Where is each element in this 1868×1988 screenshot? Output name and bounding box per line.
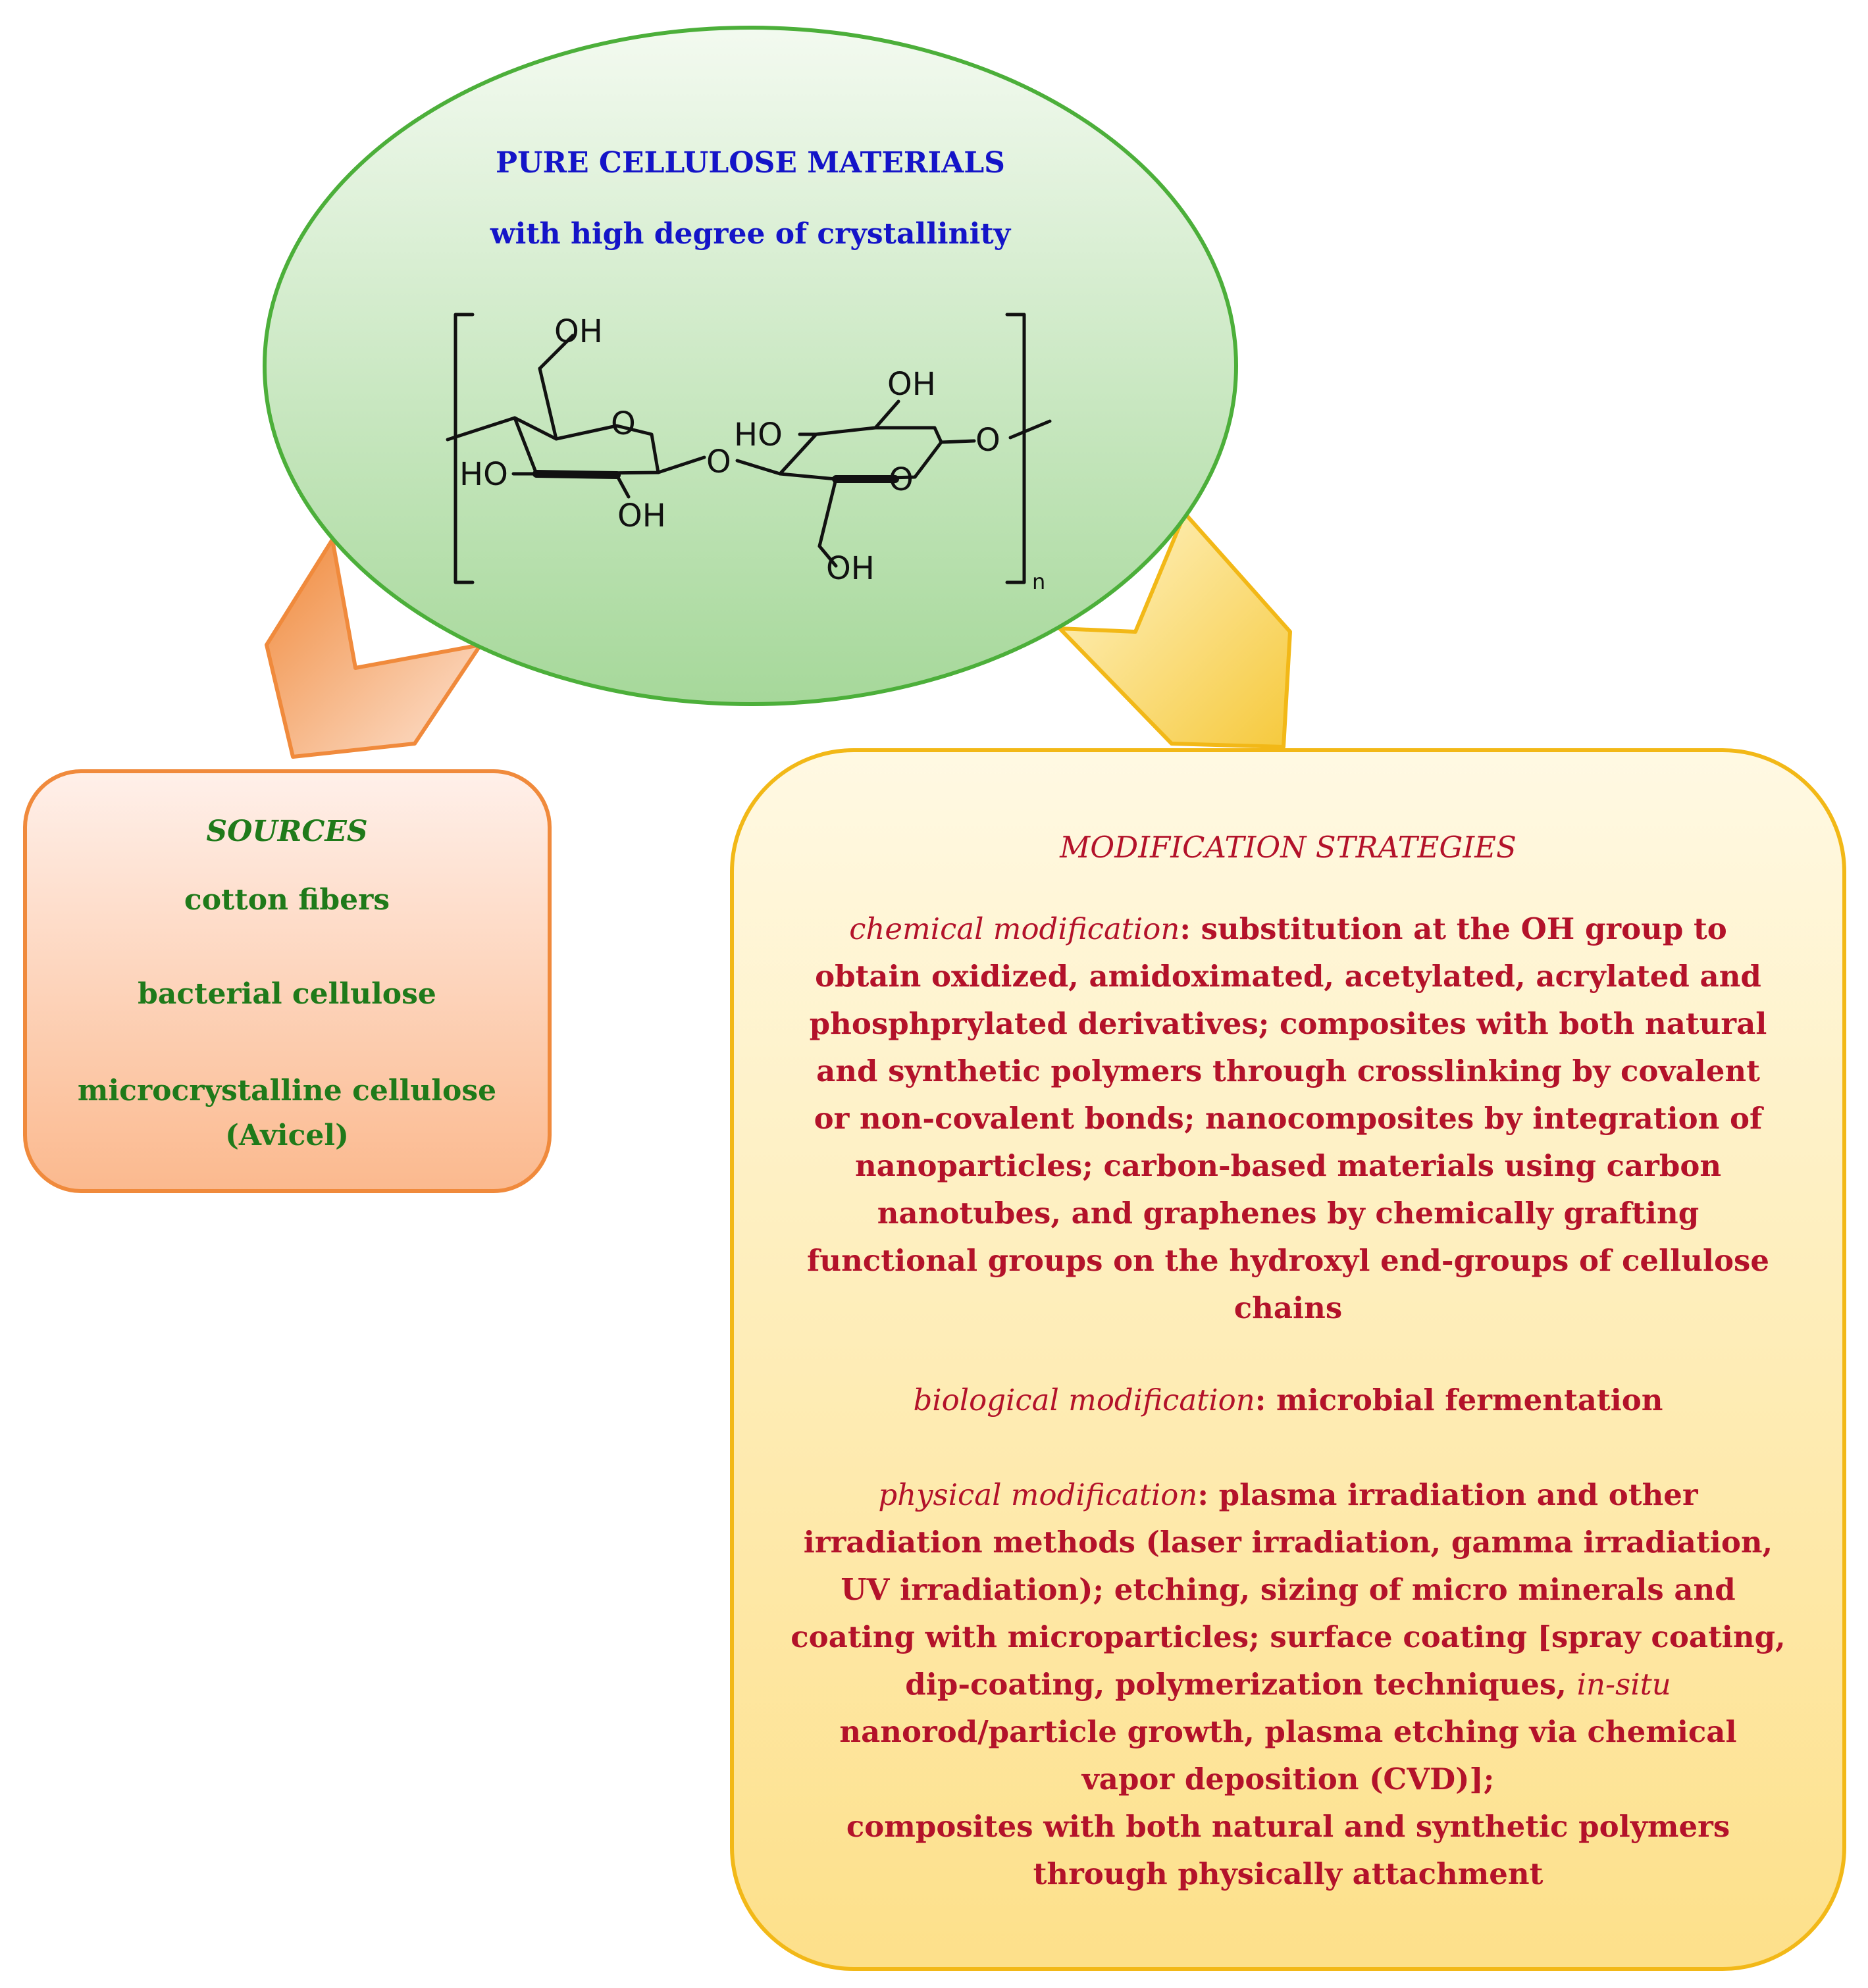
left-bracket <box>454 313 475 584</box>
oh-label-4: OH <box>826 550 875 587</box>
modification-box <box>730 748 1846 1971</box>
arrow-to-sources <box>265 538 482 759</box>
chemical-line-7: nanotubes, and graphenes by chemically g… <box>877 1196 1699 1231</box>
ring1-bold-edge <box>532 470 621 479</box>
source-item-avicel: (Avicel) <box>225 1119 349 1152</box>
chemical-line-1: chemical modification: substitution at t… <box>849 911 1727 946</box>
physical-line-5: dip-coating, polymerization techniques, … <box>905 1667 1671 1702</box>
glycosidic-bond-a <box>656 455 706 474</box>
glycosidic-bond-b <box>735 459 782 476</box>
source-item-cotton: cotton fibers <box>184 883 390 917</box>
chemical-line-2: obtain oxidized, amidoximated, acetylate… <box>815 959 1761 994</box>
chemical-modification-block: chemical modification: substitution at t… <box>764 905 1813 1332</box>
cellulose-structure <box>446 313 1052 584</box>
biological-term: biological modification <box>913 1383 1255 1417</box>
ring2-ch2oh-bond <box>817 544 838 568</box>
source-item-mcc: microcrystalline cellulose <box>77 1074 497 1108</box>
repeat-subscript: n <box>1032 569 1045 594</box>
source-item-bacterial: bacterial cellulose <box>138 977 436 1011</box>
glycosidic-oxygen: O <box>706 444 731 480</box>
physical-modification-block: physical modification: plasma irradiatio… <box>764 1471 1813 1898</box>
physical-line-9: through physically attachment <box>1033 1856 1544 1891</box>
chemical-line-3: phosphprylated derivatives; composites w… <box>809 1006 1767 1041</box>
physical-line-6: nanorod/particle growth, plasma etching … <box>839 1714 1737 1749</box>
pure-cellulose-subtitle: with high degree of crystallinity <box>490 217 1011 251</box>
ring2-oh-top-bond <box>873 399 900 430</box>
sources-heading: SOURCES <box>206 815 368 848</box>
sources-box <box>23 769 552 1193</box>
chemical-line-9: chains <box>1233 1290 1343 1325</box>
ring1-ch2oh-bond <box>538 334 575 370</box>
physical-line-7: vapor deposition (CVD)]; <box>1081 1762 1495 1797</box>
left-chain-bond <box>446 416 517 442</box>
physical-line-3: UV irradiation); etching, sizing of micr… <box>841 1572 1736 1607</box>
chemical-line-4: and synthetic polymers through crosslink… <box>816 1054 1760 1088</box>
ring1-oh-bottom-bond <box>615 473 631 499</box>
oh-label-1: OH <box>554 313 603 350</box>
chain-oxygen: O <box>975 422 1000 459</box>
pure-cellulose-ellipse <box>263 26 1238 706</box>
arrow-to-modification <box>1058 511 1292 749</box>
ho-label-2: HO <box>734 417 783 453</box>
physical-line-1: physical modification: plasma irradiatio… <box>878 1477 1698 1512</box>
chemical-term: chemical modification <box>849 911 1180 946</box>
physical-line-8: composites with both natural and synthet… <box>846 1809 1730 1844</box>
pure-cellulose-title: PURE CELLULOSE MATERIALS <box>496 146 1005 180</box>
physical-line-2: irradiation methods (laser irradiation, … <box>803 1525 1773 1560</box>
biological-modification-block: biological modification: microbial ferme… <box>913 1383 1663 1417</box>
right-chain-bond-a <box>939 439 976 444</box>
cellulose-atom-labels: OH HO OH OH HO OH O O O O n <box>459 313 1045 594</box>
insitu-term: in-situ <box>1576 1667 1671 1702</box>
chemical-line-8: functional groups on the hydroxyl end-gr… <box>807 1243 1769 1278</box>
chemical-line-6: nanoparticles; carbon-based materials us… <box>854 1148 1722 1183</box>
physical-line-4: coating with microparticles; surface coa… <box>791 1619 1786 1654</box>
ring1-ch2-bond <box>538 367 558 441</box>
ring2-oxygen: O <box>889 461 914 498</box>
oh-label-3: OH <box>887 366 936 403</box>
oh-label-2: OH <box>617 497 666 534</box>
ho-label-1: HO <box>459 456 508 493</box>
ring1-oxygen: O <box>611 405 636 442</box>
physical-term: physical modification <box>878 1477 1198 1512</box>
ring2-ch2-bond <box>817 477 838 548</box>
right-bracket <box>1005 313 1026 584</box>
chemical-line-5: or non-covalent bonds; nanocomposites by… <box>814 1101 1763 1136</box>
right-chain-bond-b <box>1008 419 1052 440</box>
modification-heading: MODIFICATION STRATEGIES <box>1060 830 1517 865</box>
